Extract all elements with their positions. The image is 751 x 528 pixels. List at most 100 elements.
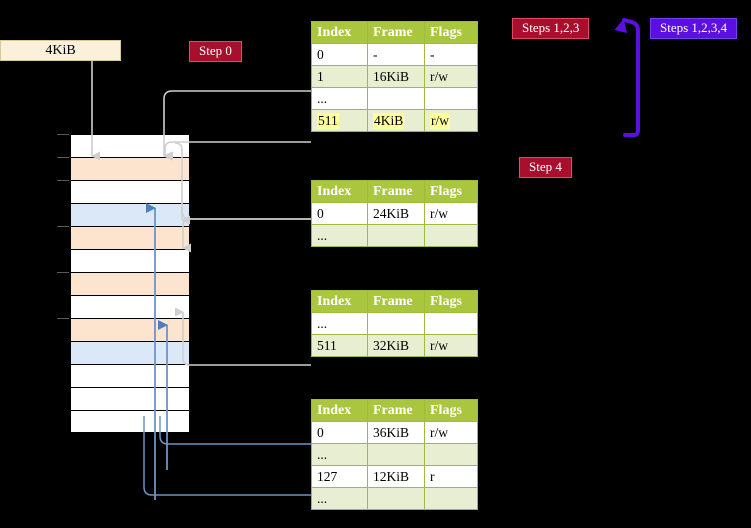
column-header-flags: Flags [424,290,478,313]
table-cell [424,224,478,247]
table-cell: ... [311,87,368,110]
table-cell: ... [311,312,368,335]
table-cell: r/w [424,109,478,132]
column-header-index: Index [311,399,368,422]
table-cell: 24KiB [367,202,425,225]
physical-memory-grid [57,134,190,433]
table-cell [424,312,478,335]
table-cell: 32KiB [367,334,425,357]
table-row: 0-- [311,43,478,66]
table-cell: ... [311,487,368,510]
table-cell [424,443,478,466]
table-cell: 0 [311,202,368,225]
table-cell: - [424,43,478,66]
memory-row-tick [57,318,69,319]
memory-row-tick [57,134,69,135]
table-row: ... [311,224,478,247]
table-cell: ... [311,224,368,247]
table-cell: - [367,43,425,66]
wire-table3-to-memory [175,307,311,366]
memory-frame-row [70,157,190,180]
memory-frame-row [70,341,190,364]
source-frame-label: 4KiB [45,42,76,58]
table-cell [367,224,425,247]
highlighted-value: r/w [430,112,450,129]
memory-row-tick [57,226,69,227]
table-cell [367,443,425,466]
column-header-flags: Flags [424,399,478,422]
table-cell: 127 [311,465,368,488]
table-cell: 1 [311,65,368,88]
table-cell: 4KiB [367,109,425,132]
memory-frame-row [70,295,190,318]
memory-row-tick [57,157,69,158]
table-cell: r/w [424,334,478,357]
table-cell: r/w [424,421,478,444]
table-cell: 511 [311,334,368,357]
wire-memory-to-table2 [174,142,311,220]
wire-purple-arrowhead [614,18,640,42]
memory-frame-row [70,410,190,433]
memory-frame-row [70,364,190,387]
highlighted-value: 511 [317,112,339,129]
column-header-index: Index [311,290,368,313]
table-cell [424,487,478,510]
table-cell [367,312,425,335]
column-header-index: Index [311,180,368,203]
memory-frame-row [70,203,190,226]
column-header-frame: Frame [367,180,425,203]
column-header-flags: Flags [424,21,478,44]
memory-row-tick [57,180,69,181]
wire-purple-bracket [623,28,640,137]
memory-frame-row [70,134,190,157]
wire-row5-to-row7 [182,218,311,253]
column-header-index: Index [311,21,368,44]
table-cell: r [424,465,478,488]
column-header-frame: Frame [367,290,425,313]
memory-frame-row [70,249,190,272]
table-cell: 0 [311,421,368,444]
table-cell [367,87,425,110]
source-frame-box: 4KiB [0,40,121,61]
table-cell: 511 [311,109,368,132]
table-cell: 16KiB [367,65,425,88]
highlighted-value: 4KiB [373,112,405,129]
memory-frame-row [70,226,190,249]
table-cell: ... [311,443,368,466]
table-cell: 12KiB [367,465,425,488]
memory-frame-row [70,272,190,295]
table-cell [424,87,478,110]
column-header-flags: Flags [424,180,478,203]
table-row: ... [311,443,478,466]
column-header-frame: Frame [367,399,425,422]
badge-steps-123: Steps 1,2,3 [512,18,590,40]
table-cell [367,487,425,510]
memory-frame-row [70,180,190,203]
table-cell: 36KiB [367,421,425,444]
badge-step-0: Step 0 [189,41,242,63]
table-row: 511 4KiB r/w [311,109,478,132]
table-row: ... [311,487,478,510]
table-cell: r/w [424,202,478,225]
table-cell: r/w [424,65,478,88]
memory-row-tick [57,272,69,273]
badge-step-4: Step 4 [519,157,572,179]
memory-frame-row [70,318,190,341]
table-row: ... [311,87,478,110]
table-row: ... [311,312,478,335]
column-header-frame: Frame [367,21,425,44]
